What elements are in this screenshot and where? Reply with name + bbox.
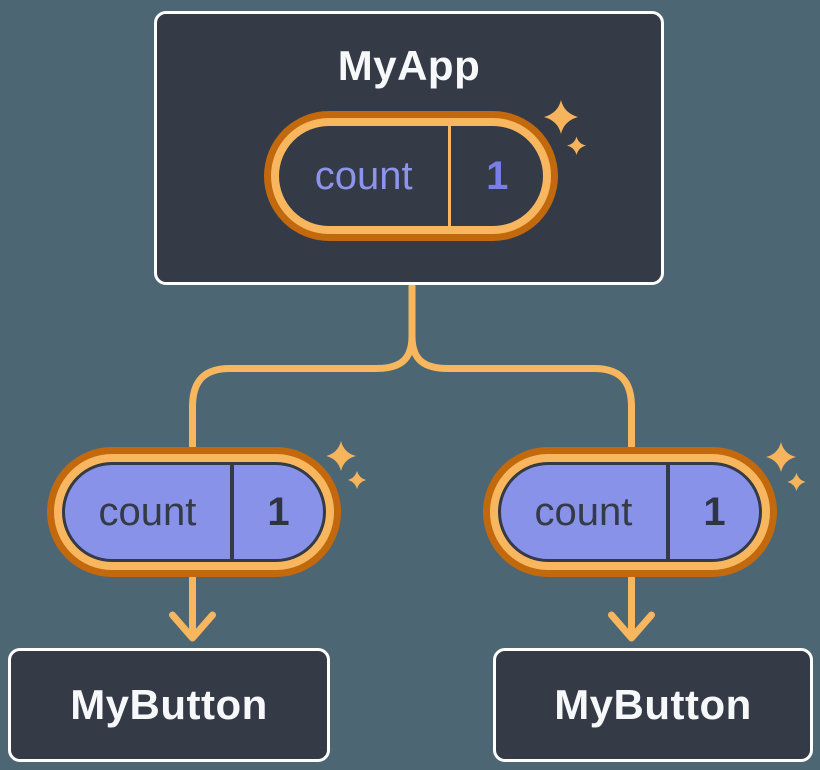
component-title: MyApp [337,42,481,89]
component-node-mybutton-left: MyButton [8,648,330,762]
prop-name: count [534,489,633,534]
pill-body: count 1 [279,126,543,226]
component-title: MyButton [70,681,268,728]
component-node-mybutton-right: MyButton [493,648,813,762]
sparkle-icon [766,442,806,491]
pill-value-cell: 1 [665,465,759,559]
pill-ring: count 1 [490,454,770,570]
arrow-head-right-icon [608,611,655,642]
pill-label-cell: count [65,465,230,559]
arrow-head-left-icon [169,611,216,642]
prop-value: 1 [703,489,726,534]
component-title: MyButton [554,681,752,728]
prop-value: 1 [267,489,290,534]
state-name: count [314,153,413,198]
prop-name: count [98,489,197,534]
pill-ring: count 1 [271,118,551,234]
prop-pill-left: count 1 [47,447,341,577]
pill-value-cell: 1 [229,465,323,559]
pill-body: count 1 [498,462,762,562]
pill-label-cell: count [501,465,666,559]
prop-pill-right: count 1 [483,447,777,577]
state-value: 1 [486,153,509,198]
pill-ring: count 1 [54,454,334,570]
pill-label-cell: count [279,126,448,226]
pill-body: count 1 [62,462,326,562]
state-pill-root: count 1 [264,111,558,241]
pill-value-cell: 1 [448,126,543,226]
